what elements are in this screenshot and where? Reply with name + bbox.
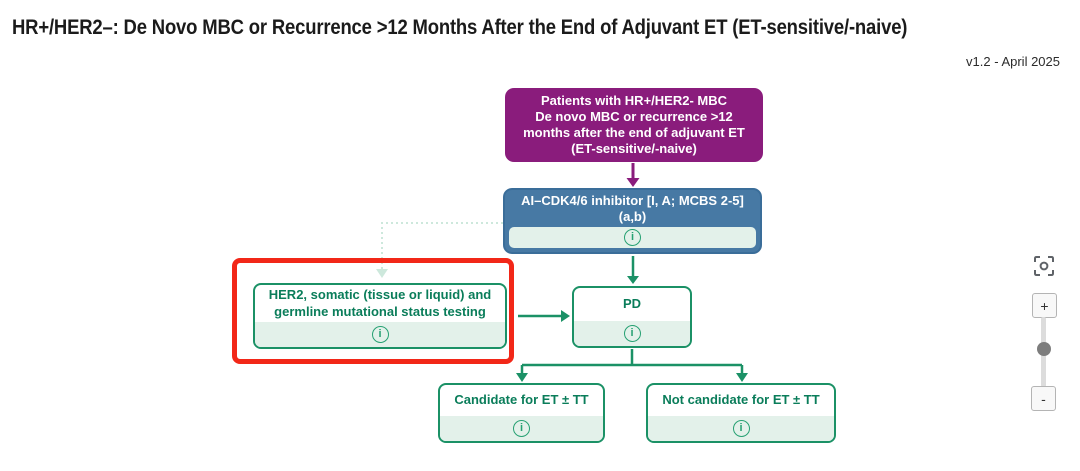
node-candidate: Candidate for ET ± TT i (438, 383, 605, 443)
node-candidate-label: Candidate for ET ± TT (454, 392, 589, 408)
node-not-candidate: Not candidate for ET ± TT i (646, 383, 836, 443)
node-patients-line1: Patients with HR+/HER2- MBC (541, 93, 727, 109)
node-treatment-line1: AI–CDK4/6 inhibitor [I, A; MCBS 2-5] (521, 192, 744, 208)
fit-view-button[interactable] (1029, 251, 1059, 281)
zoom-in-button[interactable]: + (1032, 293, 1057, 318)
info-icon: i (623, 325, 641, 342)
info-icon: i (732, 420, 750, 437)
node-pd: PD i (572, 286, 692, 348)
testing-info-button[interactable]: i (255, 322, 505, 347)
fit-view-icon (1033, 255, 1055, 277)
highlight-outline (232, 258, 514, 364)
node-treatment: AI–CDK4/6 inhibitor [I, A; MCBS 2-5] (a,… (503, 188, 762, 254)
info-icon: i (513, 420, 530, 437)
node-patients: Patients with HR+/HER2- MBC De novo MBC … (505, 88, 763, 162)
node-patients-line3: (ET-sensitive/-naive) (571, 140, 697, 156)
not-candidate-info-button[interactable]: i (648, 416, 834, 441)
node-pd-label: PD (622, 296, 642, 312)
version-label: v1.2 - April 2025 (966, 54, 1060, 69)
zoom-slider-thumb[interactable] (1037, 342, 1051, 356)
page-title: HR+/HER2–: De Novo MBC or Recurrence >12… (12, 16, 908, 39)
node-patients-line2: De novo MBC or recurrence >12 months aft… (523, 109, 745, 140)
candidate-info-button[interactable]: i (440, 416, 603, 441)
node-testing: HER2, somatic (tissue or liquid) and ger… (253, 283, 507, 349)
zoom-out-button[interactable]: - (1031, 386, 1056, 411)
node-testing-label: HER2, somatic (tissue or liquid) and ger… (268, 287, 492, 319)
node-treatment-line2: (a,b) (618, 208, 647, 224)
info-icon: i (371, 326, 389, 343)
info-icon: i (624, 229, 641, 246)
treatment-info-button[interactable]: i (509, 227, 756, 248)
pd-info-button[interactable]: i (574, 321, 690, 346)
node-not-candidate-label: Not candidate for ET ± TT (662, 392, 820, 408)
